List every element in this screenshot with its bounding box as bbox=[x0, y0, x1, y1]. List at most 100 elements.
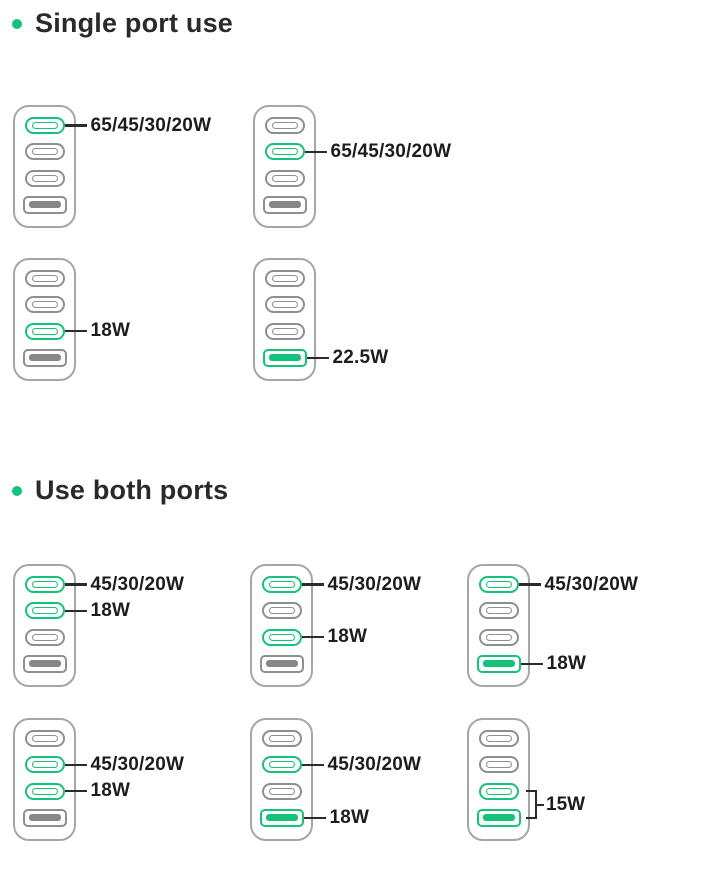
usb-c-port-active bbox=[261, 576, 302, 593]
usb-a-port-active bbox=[262, 348, 307, 367]
usb-c-pin bbox=[31, 787, 58, 795]
section-header: Use both ports bbox=[0, 473, 705, 508]
label-connector-line bbox=[306, 356, 329, 360]
bracket-connector-line bbox=[537, 803, 544, 806]
label-connector-line bbox=[518, 583, 541, 586]
usb-a-tongue bbox=[28, 354, 61, 362]
section-single-port-use: Single port use 65/45/30/20W 65/45/30/20W 1… bbox=[0, 0, 705, 381]
charger-body: 45/30/20W 18W bbox=[467, 564, 638, 687]
usb-c-port-active bbox=[24, 117, 65, 134]
power-label: 45/30/20W bbox=[90, 573, 185, 595]
charger-diagram: 15W bbox=[467, 718, 585, 841]
power-label: 18W bbox=[329, 806, 370, 828]
usb-c-port-active bbox=[24, 782, 65, 800]
port-slot bbox=[469, 602, 528, 620]
usb-c-port bbox=[478, 602, 519, 620]
usb-a-port bbox=[262, 195, 307, 214]
port-slot bbox=[15, 270, 74, 287]
usb-c-port-active bbox=[478, 782, 519, 800]
usb-c-pin bbox=[485, 607, 512, 615]
usb-a-port bbox=[22, 348, 67, 367]
usb-c-port-active bbox=[24, 756, 65, 774]
label-connector-line bbox=[301, 583, 324, 586]
label-connector-line bbox=[64, 583, 87, 586]
power-label: 65/45/30/20W bbox=[90, 114, 212, 136]
port-slot bbox=[15, 348, 74, 367]
port-power-callout: 18W bbox=[520, 652, 587, 675]
power-label: 18W bbox=[546, 652, 587, 674]
usb-c-pin bbox=[271, 148, 298, 156]
usb-c-pin bbox=[268, 735, 295, 742]
usb-a-tongue bbox=[265, 814, 298, 822]
usb-a-tongue bbox=[28, 201, 61, 209]
charger-body: 15W bbox=[467, 718, 585, 841]
label-connector-line bbox=[301, 763, 324, 767]
charger-cell: 45/30/20W 18W bbox=[13, 718, 250, 841]
port-power-callout: 45/30/20W bbox=[518, 573, 639, 596]
usb-a-port bbox=[22, 195, 67, 214]
port-power-callout: 45/30/20W bbox=[301, 753, 422, 776]
charger-body: 45/30/20W 18W bbox=[13, 718, 184, 841]
usb-c-pin bbox=[31, 581, 58, 588]
usb-c-port bbox=[264, 169, 305, 187]
usb-c-port bbox=[261, 730, 302, 747]
label-connector-line bbox=[64, 789, 87, 793]
charger-body: 45/30/20W 18W bbox=[250, 718, 421, 841]
usb-a-tongue bbox=[268, 201, 301, 209]
charger-grid: 45/30/20W 18W 45/30/20W 18W 45/30/20W 18W 45/3… bbox=[0, 564, 705, 841]
usb-c-port bbox=[261, 782, 302, 800]
usb-a-tongue bbox=[28, 814, 61, 822]
charger-diagram: 22.5W bbox=[253, 258, 388, 381]
section-title: Single port use bbox=[35, 8, 234, 38]
power-label: 45/30/20W bbox=[544, 573, 639, 595]
usb-c-port bbox=[264, 117, 305, 134]
usb-a-port-active bbox=[476, 654, 521, 673]
charger-cell: 45/30/20W 18W bbox=[250, 718, 467, 841]
usb-c-pin bbox=[31, 735, 58, 742]
port-power-callout: 45/30/20W bbox=[64, 754, 185, 776]
usb-a-port bbox=[259, 654, 304, 673]
usb-c-pin bbox=[268, 787, 295, 795]
port-slot bbox=[15, 654, 74, 673]
port-slot bbox=[252, 602, 311, 620]
port-slot bbox=[469, 782, 528, 800]
port-slot bbox=[15, 730, 74, 747]
charger-body: 22.5W bbox=[253, 258, 388, 381]
usb-a-tongue bbox=[268, 354, 301, 362]
label-connector-line bbox=[64, 763, 87, 767]
port-power-callout: 65/45/30/20W bbox=[304, 141, 452, 163]
usb-c-pin bbox=[31, 327, 58, 335]
usb-c-pin bbox=[31, 148, 58, 156]
port-slot: 18W bbox=[252, 807, 369, 828]
port-slot bbox=[252, 730, 311, 747]
charger-cell: 18W bbox=[13, 258, 253, 381]
power-label: 45/30/20W bbox=[327, 753, 422, 775]
usb-a-tongue bbox=[28, 660, 61, 668]
usb-c-port bbox=[261, 602, 302, 620]
usb-c-port bbox=[478, 730, 519, 747]
section-header: Single port use bbox=[0, 0, 705, 41]
label-connector-line bbox=[64, 609, 87, 613]
port-slot bbox=[255, 169, 314, 187]
port-slot: 18W bbox=[252, 626, 367, 647]
port-slot: 18W bbox=[15, 780, 130, 801]
port-slot bbox=[15, 296, 74, 314]
charger-cell: 15W bbox=[467, 718, 585, 841]
charger-diagram: 65/45/30/20W bbox=[253, 105, 451, 228]
usb-c-pin bbox=[31, 174, 58, 182]
dual-port-bracket bbox=[526, 790, 537, 820]
power-label: 18W bbox=[327, 626, 368, 648]
usb-c-pin bbox=[485, 787, 512, 795]
usb-c-port bbox=[264, 270, 305, 287]
port-power-callout: 45/30/20W bbox=[64, 573, 185, 596]
usb-c-pin bbox=[271, 301, 298, 309]
